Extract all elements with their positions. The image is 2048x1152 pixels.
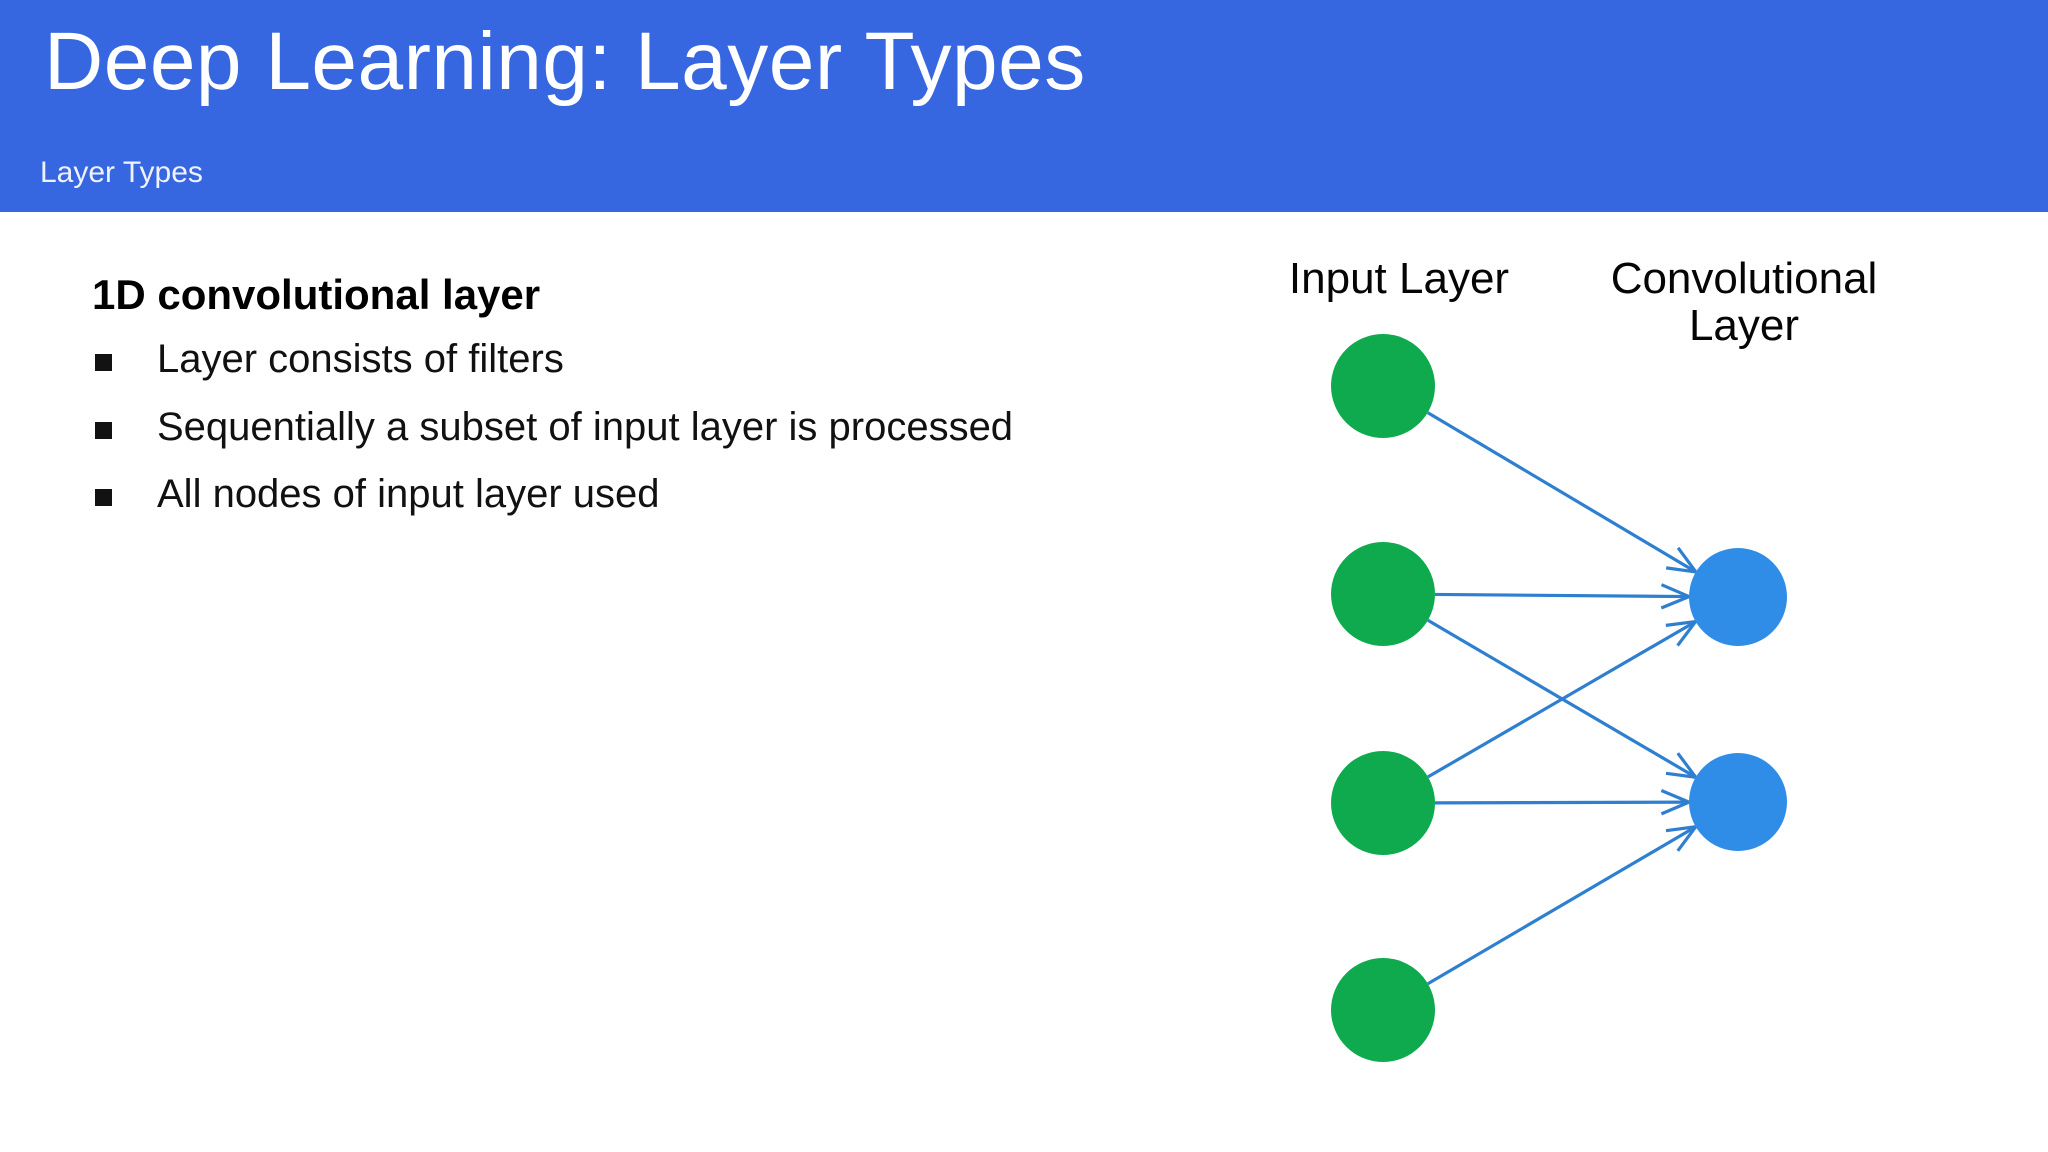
conv-label-line-2: Layer [1688, 301, 1800, 351]
arrowhead-i4-c2-1 [1665, 825, 1696, 833]
edge-i2-c1 [1434, 592, 1690, 599]
list-item: Layer consists of filters [92, 336, 1182, 383]
arrowhead-i2-c2-1 [1676, 752, 1698, 779]
square-bullet-icon [95, 488, 112, 506]
input-node-2[interactable] [1331, 542, 1435, 646]
header-banner: Deep Learning: Layer Types Layer Types [0, 0, 2048, 212]
node-group [1331, 334, 1787, 1062]
arrowhead-i3-c1-0 [1676, 620, 1697, 647]
arrowhead-i3-c2-0 [1660, 800, 1690, 816]
list-item-label: Sequentially a subset of input layer is … [157, 404, 1014, 449]
edge-i2-c2 [1427, 618, 1697, 779]
input-layer-label: Input Layer [1288, 254, 1510, 303]
page-title: Deep Learning: Layer Types [44, 16, 1086, 107]
slide-subtitle: Layer Types [40, 156, 203, 189]
arrowhead-i2-c1-1 [1660, 583, 1690, 599]
convolutional-layer-label: Convolutional Layer [1554, 255, 1934, 349]
arrowhead-i1-c1-1 [1676, 546, 1698, 573]
list-item-label: Layer consists of filters [157, 337, 564, 382]
arrowhead-i1-c1-0 [1665, 566, 1697, 574]
network-diagram: Input Layer Convolutional Layer Gollnick… [1230, 220, 2048, 1152]
conv-node-1[interactable] [1689, 548, 1787, 646]
edge-i1-c1 [1426, 411, 1697, 574]
arrowhead-i2-c2-0 [1665, 771, 1696, 779]
list-item: All nodes of input layer used [92, 471, 1182, 518]
edge-group [1426, 411, 1698, 986]
content-column: 1D convolutional layer Layer consists of… [92, 270, 1182, 538]
body-heading: 1D convolutional layer [92, 271, 541, 318]
input-node-3[interactable] [1331, 751, 1435, 855]
input-node-1[interactable] [1331, 334, 1435, 438]
arrowhead-i2-c1-0 [1660, 595, 1690, 610]
arrowhead-i3-c2-1 [1660, 789, 1690, 804]
conv-node-2[interactable] [1689, 753, 1787, 851]
edge-i4-c2 [1427, 825, 1697, 986]
arrowhead-i3-c1-1 [1665, 620, 1696, 627]
conv-label-line-1: Convolutional [1610, 254, 1878, 303]
square-bullet-icon [95, 421, 112, 439]
input-node-4[interactable] [1331, 958, 1435, 1062]
bullet-list: Layer consists of filters Sequentially a… [92, 336, 1182, 518]
list-item: Sequentially a subset of input layer is … [92, 404, 1182, 451]
edge-i3-c2 [1434, 800, 1690, 805]
arrowhead-i4-c2-0 [1676, 825, 1698, 852]
network-graph-svg [1331, 334, 1787, 1062]
list-item-label: All nodes of input layer used [157, 471, 660, 516]
square-bullet-icon [95, 354, 112, 372]
